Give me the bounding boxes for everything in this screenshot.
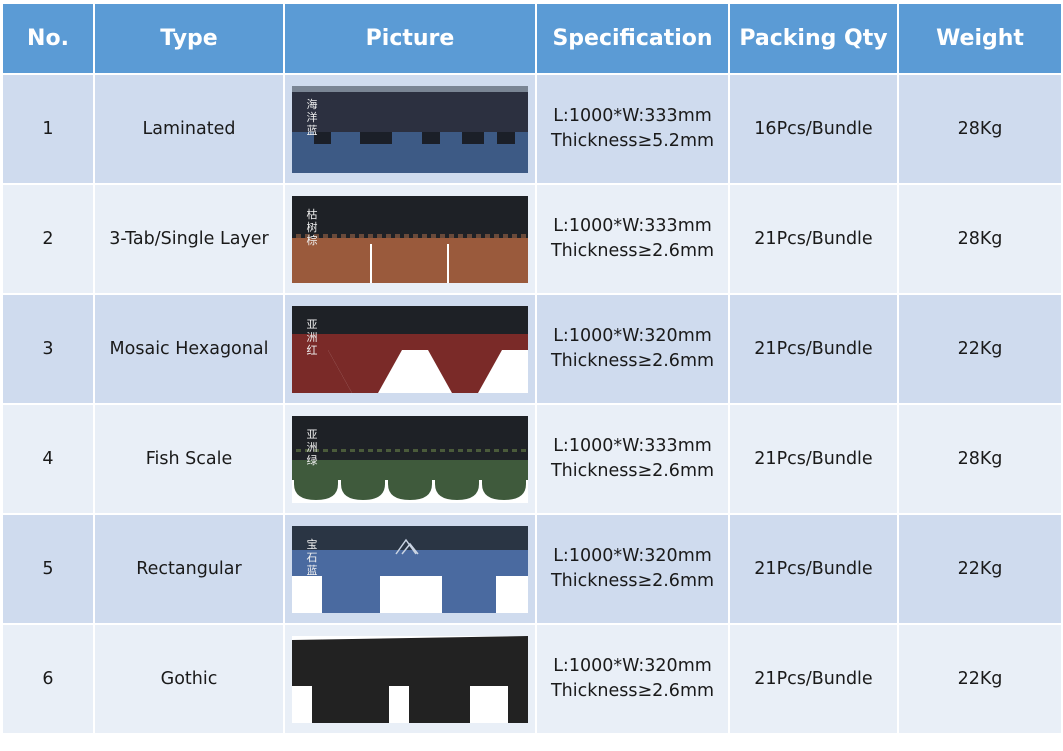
shingle-image: 枯树棕 bbox=[292, 195, 528, 283]
cell-picture: 枯树棕 bbox=[283, 183, 537, 295]
cell-type: Laminated bbox=[93, 73, 285, 185]
svg-text:亚: 亚 bbox=[307, 318, 318, 331]
svg-text:红: 红 bbox=[307, 344, 318, 357]
header-row: No. Type Picture Specification Packing Q… bbox=[1, 2, 1063, 75]
spec-thickness: Thickness≥2.6mm bbox=[550, 351, 715, 371]
svg-text:洋: 洋 bbox=[307, 110, 318, 124]
cell-no: 5 bbox=[1, 513, 95, 625]
spec-thickness: Thickness≥2.6mm bbox=[550, 241, 715, 261]
svg-text:海: 海 bbox=[307, 97, 318, 111]
cell-weight: 22Kg bbox=[897, 293, 1063, 405]
spec-length-width: L:1000*W:320mm bbox=[553, 656, 712, 676]
cell-type: 3-Tab/Single Layer bbox=[93, 183, 285, 295]
header-specification: Specification bbox=[535, 2, 730, 75]
cell-weight: 22Kg bbox=[897, 513, 1063, 625]
shingle-image: 宝石蓝 bbox=[292, 525, 528, 613]
header-no: No. bbox=[1, 2, 95, 75]
cell-packing-qty: 21Pcs/Bundle bbox=[728, 623, 899, 735]
spec-length-width: L:1000*W:333mm bbox=[553, 106, 712, 126]
spec-thickness: Thickness≥5.2mm bbox=[550, 131, 715, 151]
cell-weight: 28Kg bbox=[897, 183, 1063, 295]
shingle-image: 海洋蓝 bbox=[292, 85, 528, 173]
cell-type: Mosaic Hexagonal bbox=[93, 293, 285, 405]
spec-length-width: L:1000*W:320mm bbox=[553, 546, 712, 566]
header-picture: Picture bbox=[283, 2, 537, 75]
svg-text:枯: 枯 bbox=[307, 207, 318, 221]
svg-text:亚: 亚 bbox=[307, 428, 318, 441]
cell-type: Fish Scale bbox=[93, 403, 285, 515]
cell-no: 4 bbox=[1, 403, 95, 515]
cell-picture bbox=[283, 623, 537, 735]
shingle-image: 亚洲红 bbox=[292, 305, 528, 393]
spec-thickness: Thickness≥2.6mm bbox=[550, 461, 715, 481]
cell-picture: 宝石蓝 bbox=[283, 513, 537, 625]
svg-text:蓝: 蓝 bbox=[307, 124, 318, 137]
svg-text:蓝: 蓝 bbox=[307, 564, 318, 577]
cell-packing-qty: 21Pcs/Bundle bbox=[728, 183, 899, 295]
cell-type: Gothic bbox=[93, 623, 285, 735]
cell-packing-qty: 16Pcs/Bundle bbox=[728, 73, 899, 185]
spec-thickness: Thickness≥2.6mm bbox=[550, 571, 715, 591]
header-type: Type bbox=[93, 2, 285, 75]
shingle-image: 亚洲绿 bbox=[292, 415, 528, 503]
spec-length-width: L:1000*W:333mm bbox=[553, 216, 712, 236]
cell-packing-qty: 21Pcs/Bundle bbox=[728, 403, 899, 515]
cell-packing-qty: 21Pcs/Bundle bbox=[728, 513, 899, 625]
svg-text:洲: 洲 bbox=[307, 331, 318, 344]
cell-picture: 亚洲绿 bbox=[283, 403, 537, 515]
cell-weight: 28Kg bbox=[897, 403, 1063, 515]
svg-text:宝: 宝 bbox=[307, 537, 318, 551]
cell-no: 1 bbox=[1, 73, 95, 185]
cell-no: 6 bbox=[1, 623, 95, 735]
svg-text:洲: 洲 bbox=[307, 441, 318, 454]
cell-packing-qty: 21Pcs/Bundle bbox=[728, 293, 899, 405]
cell-picture: 海洋蓝 bbox=[283, 73, 537, 185]
spec-length-width: L:1000*W:333mm bbox=[553, 436, 712, 456]
header-packing-qty: Packing Qty bbox=[728, 2, 899, 75]
cell-no: 2 bbox=[1, 183, 95, 295]
cell-no: 3 bbox=[1, 293, 95, 405]
cell-type: Rectangular bbox=[93, 513, 285, 625]
svg-text:石: 石 bbox=[307, 551, 318, 564]
cell-weight: 22Kg bbox=[897, 623, 1063, 735]
product-spec-table: No. Type Picture Specification Packing Q… bbox=[1, 2, 1063, 735]
spec-thickness: Thickness≥2.6mm bbox=[550, 681, 715, 701]
spec-length-width: L:1000*W:320mm bbox=[553, 326, 712, 346]
svg-text:棕: 棕 bbox=[307, 233, 318, 247]
shingle-image bbox=[292, 635, 528, 723]
svg-text:树: 树 bbox=[307, 220, 318, 234]
header-weight: Weight bbox=[897, 2, 1063, 75]
svg-text:绿: 绿 bbox=[307, 453, 318, 467]
cell-picture: 亚洲红 bbox=[283, 293, 537, 405]
cell-weight: 28Kg bbox=[897, 73, 1063, 185]
